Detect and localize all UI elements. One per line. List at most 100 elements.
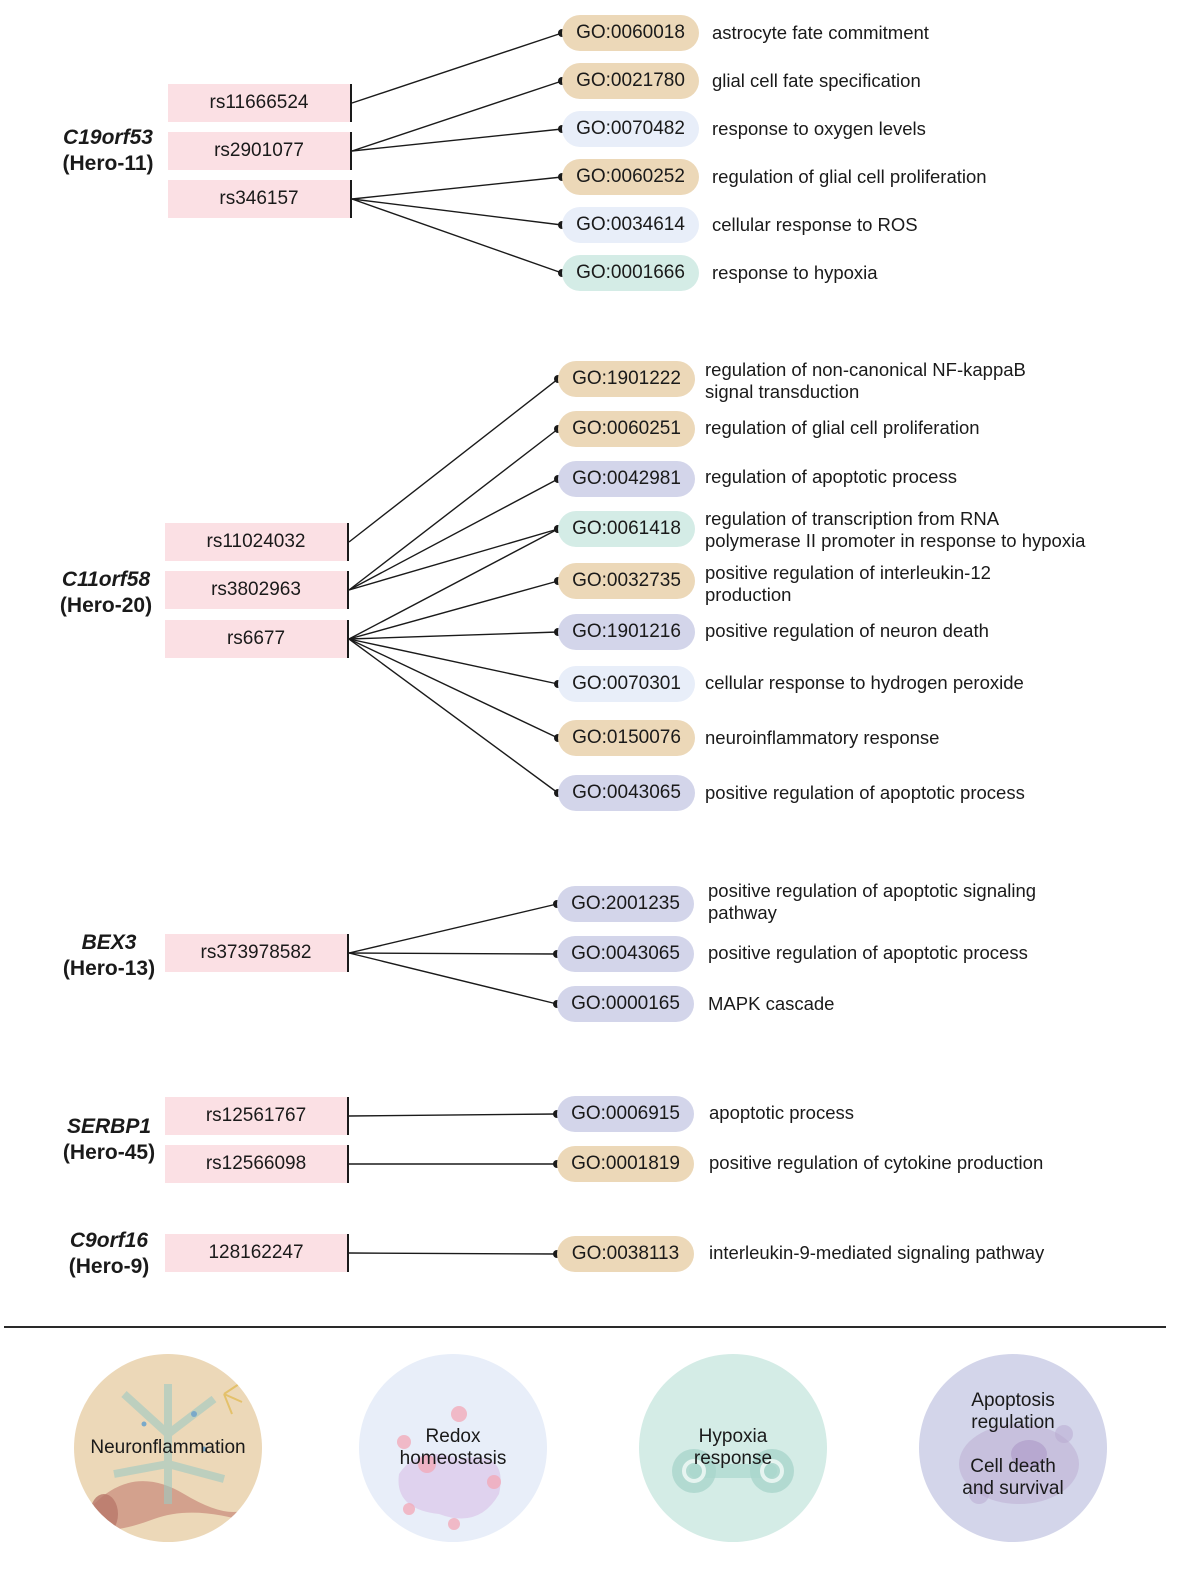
go-term-description: response to hypoxia: [712, 262, 878, 283]
gene-label: C11orf58 (Hero-20): [41, 567, 171, 619]
go-term-pill: GO:0032735: [558, 563, 695, 599]
gene-hero-id: (Hero-13): [62, 957, 156, 980]
category-illustration-icon: [90, 1383, 254, 1534]
snp-box: rs12566098: [165, 1145, 349, 1183]
snp-go-link: [351, 176, 563, 200]
go-term-description: regulation of glial cell proliferation: [712, 166, 987, 187]
go-term-pill: GO:1901216: [558, 614, 695, 650]
snp-go-link: [351, 32, 563, 104]
category-label: Neuronflammation: [90, 1437, 246, 1458]
snp-go-link: [348, 952, 558, 1005]
go-term-description: positive regulation of neuron death: [705, 620, 989, 641]
go-term-description: neuroinflammatory response: [705, 727, 940, 748]
snp-go-link: [348, 428, 559, 591]
snp-go-link: [348, 528, 559, 591]
go-term-pill: GO:0060251: [558, 411, 695, 447]
snp-go-link: [348, 638, 559, 685]
gene-name: C11orf58: [61, 568, 151, 591]
go-term-description: regulation of transcription from RNA pol…: [705, 508, 1086, 551]
go-term-pill: GO:0006915: [557, 1096, 694, 1132]
section-divider: [4, 1326, 1166, 1328]
go-term-pill: GO:0060252: [562, 159, 699, 195]
snp-go-link: [351, 128, 563, 152]
category-label: Hypoxia response: [693, 1426, 773, 1469]
category-illustration-icon: [672, 1449, 794, 1493]
go-term-description: regulation of glial cell proliferation: [705, 417, 980, 438]
go-term-description: glial cell fate specification: [712, 70, 921, 91]
gene-label: C19orf53 (Hero-11): [43, 125, 173, 177]
go-term-pill: GO:0021780: [562, 63, 699, 99]
go-term-pill: GO:0001819: [557, 1146, 694, 1182]
go-term-pill: GO:0043065: [557, 936, 694, 972]
snp-box: rs373978582: [165, 934, 349, 972]
gene-name: BEX3: [81, 931, 137, 954]
snp-go-link: [348, 580, 559, 640]
category-illustration-icon: [397, 1406, 501, 1530]
go-term-pill: GO:0043065: [558, 775, 695, 811]
gene-name: SERBP1: [66, 1115, 152, 1138]
go-term-description: regulation of apoptotic process: [705, 466, 957, 487]
go-term-description: apoptotic process: [709, 1102, 855, 1123]
go-term-pill: GO:2001235: [557, 886, 694, 922]
go-term-pill: GO:0070482: [562, 111, 699, 147]
snp-go-link: [348, 638, 559, 794]
snp-box: rs11024032: [165, 523, 349, 561]
go-term-description: positive regulation of apoptotic signali…: [708, 880, 1037, 923]
go-term-description: regulation of non-canonical NF-kappaB si…: [705, 359, 1026, 402]
snp-box: rs3802963: [165, 571, 349, 609]
snp-go-link: [348, 631, 559, 640]
go-term-pill: GO:0001666: [562, 255, 699, 291]
snp-go-link: [351, 80, 563, 152]
gene-hero-id: (Hero-11): [62, 152, 154, 175]
snp-go-link: [348, 528, 559, 640]
go-term-description: positive regulation of interleukin-12 pr…: [705, 562, 991, 605]
snp-box: rs6677: [165, 620, 349, 658]
gene-hero-id: (Hero-20): [59, 594, 153, 617]
gene-hero-id: (Hero-45): [62, 1141, 156, 1164]
gene-label: C9orf16(Hero-9): [44, 1228, 174, 1280]
gene-label: BEX3 (Hero-13): [44, 930, 174, 982]
snp-go-link: [348, 1113, 558, 1117]
snp-go-link: [348, 478, 559, 591]
snp-box: rs2901077: [168, 132, 352, 170]
go-term-description: interleukin-9-mediated signaling pathway: [709, 1242, 1045, 1263]
go-term-description: positive regulation of apoptotic process: [705, 782, 1025, 803]
go-term-pill: GO:0034614: [562, 207, 699, 243]
snp-go-link: [351, 198, 563, 226]
go-term-description: positive regulation of cytokine producti…: [709, 1152, 1044, 1173]
go-term-pill: GO:0000165: [557, 986, 694, 1022]
gene-label: SERBP1 (Hero-45): [44, 1114, 174, 1166]
go-term-pill: GO:0038113: [557, 1236, 694, 1272]
snp-box: rs11666524: [168, 84, 352, 122]
snp-box: rs346157: [168, 180, 352, 218]
snp-box: rs12561767: [165, 1097, 349, 1135]
category-label: Apoptosis regulation: [971, 1390, 1055, 1433]
go-term-pill: GO:0060018: [562, 15, 699, 51]
snp-go-link: [348, 378, 559, 543]
go-term-description: cellular response to hydrogen peroxide: [705, 672, 1024, 693]
gene-name: C19orf53: [63, 126, 153, 149]
category-label: Redox homeostasis: [399, 1426, 507, 1469]
snp-go-link: [348, 638, 559, 739]
snp-go-link: [348, 903, 558, 954]
go-term-pill: GO:0061418: [558, 511, 695, 547]
go-term-pill: GO:0070301: [558, 666, 695, 702]
go-term-pill: GO:0042981: [558, 461, 695, 497]
go-term-description: astrocyte fate commitment: [712, 22, 929, 43]
go-term-description: MAPK cascade: [708, 993, 835, 1014]
go-term-pill: GO:1901222: [558, 361, 695, 397]
category-circle-hypoxia: Hypoxia response: [639, 1354, 827, 1542]
gene-name: C9orf16: [69, 1229, 149, 1252]
snp-box: 128162247: [165, 1234, 349, 1272]
category-circle-redox: Redox homeostasis: [359, 1354, 547, 1542]
category-circle-glial-inflammation: Neuronflammation: [74, 1354, 262, 1542]
go-term-description: response to oxygen levels: [712, 118, 926, 139]
category-illustration-icon: [959, 1424, 1079, 1504]
category-sublabel: Cell death and survival: [962, 1456, 1064, 1499]
go-term-description: positive regulation of apoptotic process: [708, 942, 1028, 963]
snp-go-link: [351, 198, 563, 274]
snp-go-link: [348, 952, 558, 955]
go-term-pill: GO:0150076: [558, 720, 695, 756]
